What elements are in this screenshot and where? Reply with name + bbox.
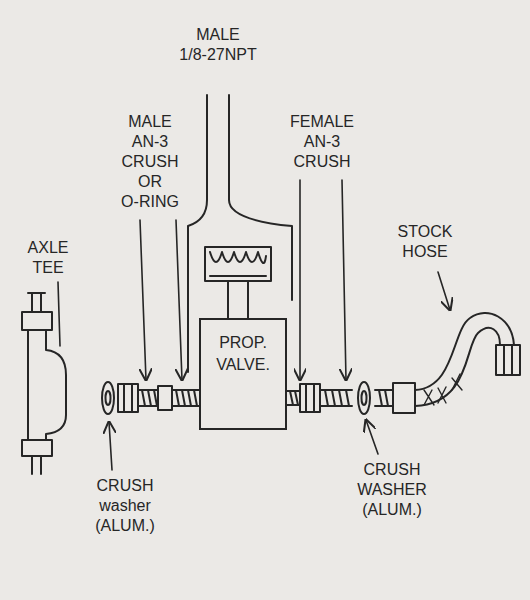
drawing (22, 95, 520, 474)
tee-body (46, 330, 66, 440)
npt-thread (210, 252, 266, 276)
fitting-hex (158, 386, 172, 410)
leader-arrow (342, 180, 346, 380)
fitting-hex (300, 384, 320, 412)
hose-hex (393, 383, 415, 413)
valve-box: PROP. VALVE. (199, 318, 287, 430)
hose (415, 328, 500, 406)
fitting-thread (138, 390, 158, 406)
leader-arrow (366, 420, 378, 454)
part-label: MALE AN-3 CRUSH OR O-RING (95, 112, 205, 212)
box-text: PROP. VALVE. (207, 332, 279, 376)
tee-bottom-stub (32, 456, 41, 474)
leader-arrow (109, 422, 112, 470)
fitting-hex (118, 384, 138, 412)
crush-washer (358, 382, 370, 414)
callout-outline (229, 95, 292, 300)
fitting-hex (124, 384, 132, 412)
leader-arrow (140, 220, 146, 380)
leader-arrow (176, 220, 182, 380)
tee-top-stub (28, 293, 45, 312)
leader-line (58, 282, 60, 346)
hose-end-hex (496, 345, 520, 375)
part-label: CRUSH washer (ALUM.) (70, 476, 180, 536)
callout-outline (188, 95, 207, 372)
fitting-thread (287, 391, 300, 405)
part-label: STOCK HOSE (370, 222, 480, 262)
hose-thread (375, 390, 393, 406)
fitting-thread (320, 390, 352, 406)
npt-fitting (205, 247, 271, 281)
npt-stem (228, 281, 248, 318)
leaders (58, 180, 450, 470)
tee-body (27, 330, 29, 440)
hose-braid (424, 374, 462, 405)
part-label: MALE 1/8-27NPT (163, 25, 273, 65)
hose (415, 313, 514, 390)
leader-arrow (438, 272, 450, 310)
leader-arrow (299, 180, 301, 380)
crush-washer (102, 382, 114, 414)
part-label: FEMALE AN-3 CRUSH (267, 112, 377, 172)
tee-top-nut (22, 312, 52, 330)
tee-bottom-nut (22, 440, 52, 456)
hose-end-hex (504, 345, 512, 375)
fitting-hex (306, 384, 314, 412)
part-label: AXLE TEE (0, 238, 103, 278)
fitting-thread (172, 390, 199, 406)
part-label: CRUSH WASHER (ALUM.) (337, 460, 447, 520)
crush-washer (362, 391, 367, 405)
crush-washer (106, 391, 111, 405)
